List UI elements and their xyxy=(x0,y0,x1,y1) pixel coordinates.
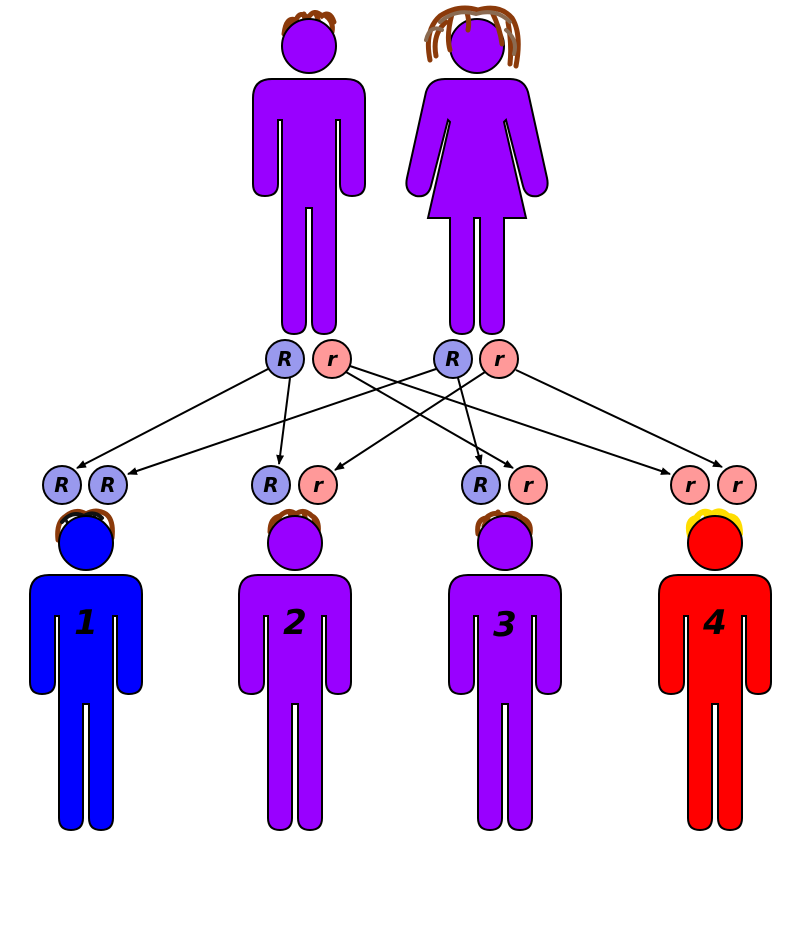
father-allele-dominant: R xyxy=(265,339,305,379)
arrow-father-R-to-child1 xyxy=(76,368,269,469)
child2-head xyxy=(267,515,323,571)
arrow-mother-R-to-child3 xyxy=(457,377,483,465)
mother-allele-dominant: R xyxy=(433,339,473,379)
father-figure xyxy=(252,10,366,336)
mother-figure xyxy=(405,5,549,336)
svg-text:R: R xyxy=(100,473,115,497)
mother-body xyxy=(405,78,549,336)
svg-text:r: r xyxy=(313,473,324,497)
child1-alleles: R R xyxy=(42,465,128,505)
father-body xyxy=(252,78,366,336)
svg-text:R: R xyxy=(263,473,278,497)
svg-text:R: R xyxy=(54,473,69,497)
svg-text:r: r xyxy=(327,347,338,371)
child1-body xyxy=(29,574,143,832)
child2-figure: 2 xyxy=(238,508,352,832)
father-head xyxy=(281,18,337,74)
svg-text:r: r xyxy=(732,473,743,497)
child3-alleles: R r xyxy=(461,465,548,505)
svg-text:R: R xyxy=(473,473,488,497)
mother-hair-highlight xyxy=(424,10,517,56)
child2-body xyxy=(238,574,352,832)
child1-head xyxy=(58,515,114,571)
child3-number: 3 xyxy=(493,605,517,645)
child1-number: 1 xyxy=(74,603,98,643)
child1-figure: 1 xyxy=(29,508,143,832)
child4-alleles: r r xyxy=(670,465,757,505)
arrow-father-R-to-child2 xyxy=(276,377,291,465)
svg-text:R: R xyxy=(445,347,460,371)
child4-number: 4 xyxy=(702,603,727,643)
inheritance-arrows xyxy=(76,365,723,475)
child3-head xyxy=(477,515,533,571)
svg-text:r: r xyxy=(685,473,696,497)
child4-body xyxy=(658,574,772,832)
child4-head xyxy=(687,515,743,571)
mother-hair xyxy=(425,5,521,69)
svg-text:R: R xyxy=(277,347,292,371)
child2-number: 2 xyxy=(283,603,307,643)
father-allele-recessive: r xyxy=(312,339,352,379)
child4-figure: 4 xyxy=(658,508,772,832)
svg-text:r: r xyxy=(494,347,505,371)
mother-allele-recessive: r xyxy=(479,339,519,379)
arrow-mother-R-to-child1 xyxy=(127,368,437,475)
child3-figure: 3 xyxy=(448,509,562,832)
svg-text:r: r xyxy=(523,473,534,497)
child3-body xyxy=(448,574,562,832)
arrow-father-r-to-child4 xyxy=(349,365,671,475)
child2-alleles: R r xyxy=(251,465,338,505)
arrow-father-r-to-child3 xyxy=(345,371,514,469)
arrow-mother-r-to-child4 xyxy=(515,369,723,468)
